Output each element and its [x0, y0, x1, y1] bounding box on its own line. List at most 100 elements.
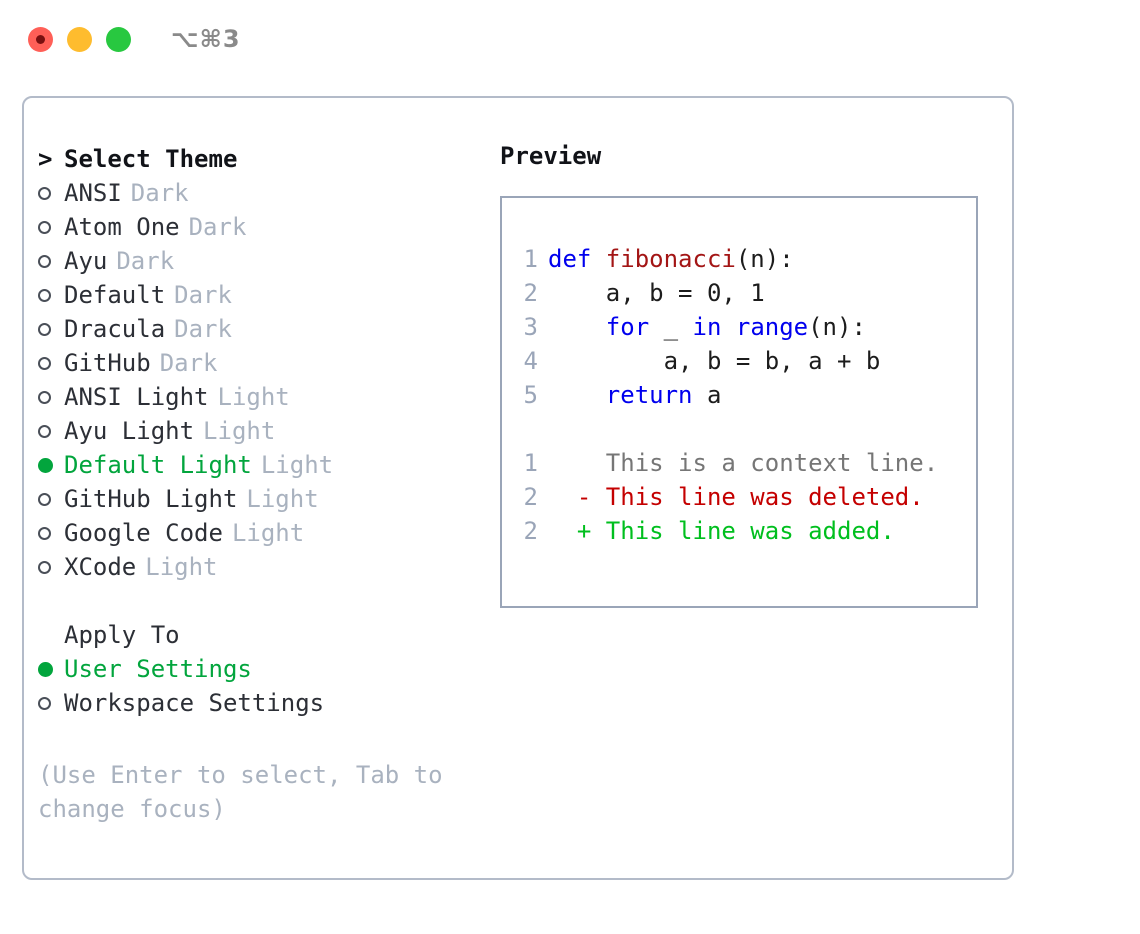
apply-to-option[interactable]: Workspace Settings	[38, 686, 488, 720]
theme-variant-tag: Dark	[130, 179, 189, 207]
code-token: a, b = 0, 1	[548, 279, 765, 307]
code-token: in range	[692, 313, 809, 341]
theme-list-item[interactable]: XCode Light	[38, 550, 488, 584]
theme-variant-tag: Dark	[174, 315, 232, 343]
radio-selected-icon	[38, 457, 53, 473]
theme-list-item[interactable]: Default Light Light	[38, 448, 488, 482]
close-button[interactable]	[28, 26, 53, 52]
theme-name: Atom One	[64, 213, 180, 241]
code-line: 5 return a	[502, 378, 976, 412]
radio-unselected-icon	[38, 215, 64, 239]
line-number: 5	[523, 381, 538, 409]
list-spacer	[38, 584, 488, 618]
line-number: 1	[523, 245, 538, 273]
line-number: 2	[523, 483, 538, 511]
theme-list-item[interactable]: Google Code Light	[38, 516, 488, 550]
theme-list-item[interactable]: GitHub Light Light	[38, 482, 488, 516]
radio-unselected-icon	[38, 254, 51, 268]
radio-unselected-icon	[38, 560, 51, 574]
theme-name: GitHub Light	[64, 485, 238, 513]
radio-unselected-icon	[38, 390, 51, 404]
diff-line: 2 - This line was deleted.	[502, 480, 976, 514]
theme-list-item[interactable]: Ayu Dark	[38, 244, 488, 278]
help-hint: (Use Enter to select, Tab to change focu…	[38, 758, 458, 826]
page-title: Select Theme	[64, 145, 238, 173]
code-diff-gap	[502, 412, 976, 446]
code-token: (n):	[735, 245, 794, 273]
theme-name: XCode	[64, 553, 137, 581]
radio-unselected-icon	[38, 691, 64, 715]
line-number: 3	[523, 313, 538, 341]
theme-name: Default Light	[64, 451, 252, 479]
code-text: for _ in range(n):	[548, 313, 866, 341]
code-token: _	[649, 313, 693, 341]
code-text: def fibonacci(n):	[548, 245, 794, 273]
theme-list-item[interactable]: GitHub Dark	[38, 346, 488, 380]
line-number: 2	[523, 517, 538, 545]
radio-selected-icon	[38, 661, 53, 677]
theme-variant-tag: Light	[217, 383, 290, 411]
diff-sign	[548, 449, 591, 477]
code-token: fibonacci	[605, 245, 736, 273]
code-token: return	[605, 381, 693, 409]
theme-name: Google Code	[64, 519, 223, 547]
apply-to-label: Workspace Settings	[64, 689, 325, 717]
theme-name: GitHub	[64, 349, 151, 377]
theme-list-item[interactable]: ANSI Dark	[38, 176, 488, 210]
diff-sign: -	[548, 483, 592, 511]
theme-variant-tag: Dark	[159, 349, 218, 377]
minimize-button[interactable]	[67, 26, 92, 52]
code-token	[548, 313, 606, 341]
theme-list-item[interactable]: ANSI Light Light	[38, 380, 488, 414]
theme-variant-tag: Light	[260, 451, 334, 479]
caret-icon: >	[38, 145, 53, 173]
diff-text: This is a context line.	[591, 449, 939, 477]
apply-to-option[interactable]: User Settings	[38, 652, 488, 686]
code-text: a, b = b, a + b	[548, 347, 881, 375]
theme-variant-tag: Dark	[116, 247, 175, 275]
radio-unselected-icon	[38, 356, 51, 370]
apply-to-heading: Apply To	[64, 621, 180, 649]
theme-name: ANSI Light	[64, 383, 209, 411]
code-line: 3 for _ in range(n):	[502, 310, 976, 344]
theme-variant-tag: Light	[231, 519, 305, 547]
diff-line: 2 + This line was added.	[502, 514, 976, 548]
radio-unselected-icon	[38, 492, 51, 506]
code-line: 4 a, b = b, a + b	[502, 344, 976, 378]
diff-sample: 1 This is a context line. 2 - This line w…	[502, 446, 976, 548]
theme-variant-tag: Dark	[174, 281, 232, 309]
code-token: a	[692, 381, 722, 409]
theme-name: Ayu	[64, 247, 108, 275]
keyboard-shortcut-label: ⌥⌘3	[171, 25, 241, 53]
radio-unselected-icon	[38, 283, 64, 307]
radio-unselected-icon	[38, 424, 51, 438]
radio-unselected-icon	[38, 220, 51, 234]
theme-variant-tag: Light	[145, 553, 218, 581]
theme-name: ANSI	[64, 179, 122, 207]
code-token	[548, 381, 606, 409]
radio-unselected-icon	[38, 181, 64, 205]
radio-selected-icon	[38, 657, 64, 681]
radio-unselected-icon	[38, 526, 51, 540]
apply-to-label: User Settings	[64, 655, 252, 683]
theme-picker-heading: > Select Theme	[38, 142, 488, 176]
line-number: 1	[523, 449, 538, 477]
radio-selected-icon	[38, 453, 64, 477]
code-text: a, b = 0, 1	[548, 279, 765, 307]
help-hint-line-2: change focus)	[38, 795, 226, 823]
radio-unselected-icon	[38, 419, 64, 443]
theme-variant-tag: Light	[246, 485, 319, 513]
radio-unselected-icon	[38, 521, 64, 545]
radio-unselected-icon	[38, 322, 51, 336]
radio-unselected-icon	[38, 555, 64, 579]
maximize-button[interactable]	[106, 26, 131, 52]
